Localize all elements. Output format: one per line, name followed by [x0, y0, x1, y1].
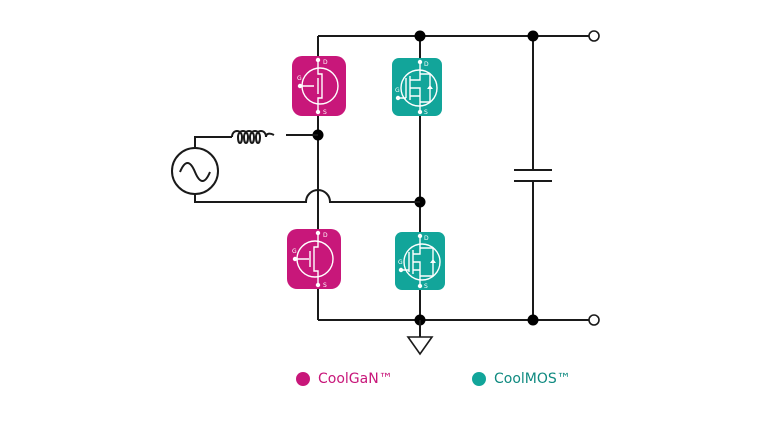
coolmos-dot-icon	[472, 372, 486, 386]
coolgan-body	[292, 56, 346, 116]
pin-label-drain: D	[424, 235, 429, 242]
legend-label-coolgan: CoolGaN™	[318, 371, 393, 387]
pin-label-source: S	[323, 282, 327, 289]
coolmos-transistor-high: D S G	[392, 58, 442, 116]
pin-label-source: S	[424, 109, 428, 116]
junction-dot	[414, 30, 426, 42]
ac-top-wire	[194, 136, 232, 147]
pin-label-source: S	[323, 109, 327, 116]
output-terminal-positive	[588, 30, 600, 42]
pin-label-gate: G	[292, 248, 297, 255]
pin-label-gate: G	[398, 259, 403, 266]
sine-wave-icon	[179, 162, 211, 182]
pin-label-drain: D	[323, 232, 328, 239]
legend-item-coolmos: CoolMOS™	[472, 371, 571, 387]
pin-label-gate: G	[395, 87, 400, 94]
junction-dot	[527, 30, 539, 42]
pin-label-drain: D	[424, 61, 429, 68]
ac-bottom-wire	[194, 189, 420, 203]
coolgan-transistor-low: D S G	[287, 229, 341, 289]
inductor-icon	[231, 130, 275, 144]
legend-item-coolgan: CoolGaN™	[296, 371, 393, 387]
junction-dot	[527, 314, 539, 326]
coolmos-transistor-low: D S G	[395, 232, 445, 290]
coolgan-dot-icon	[296, 372, 310, 386]
pin-label-drain: D	[323, 59, 328, 66]
output-terminal-negative	[588, 314, 600, 326]
coolgan-transistor-high: D S G	[292, 56, 346, 116]
legend-label-coolmos: CoolMOS™	[494, 371, 571, 387]
pin-label-source: S	[424, 283, 428, 290]
ground-icon	[406, 336, 434, 356]
pin-label-gate: G	[297, 75, 302, 82]
